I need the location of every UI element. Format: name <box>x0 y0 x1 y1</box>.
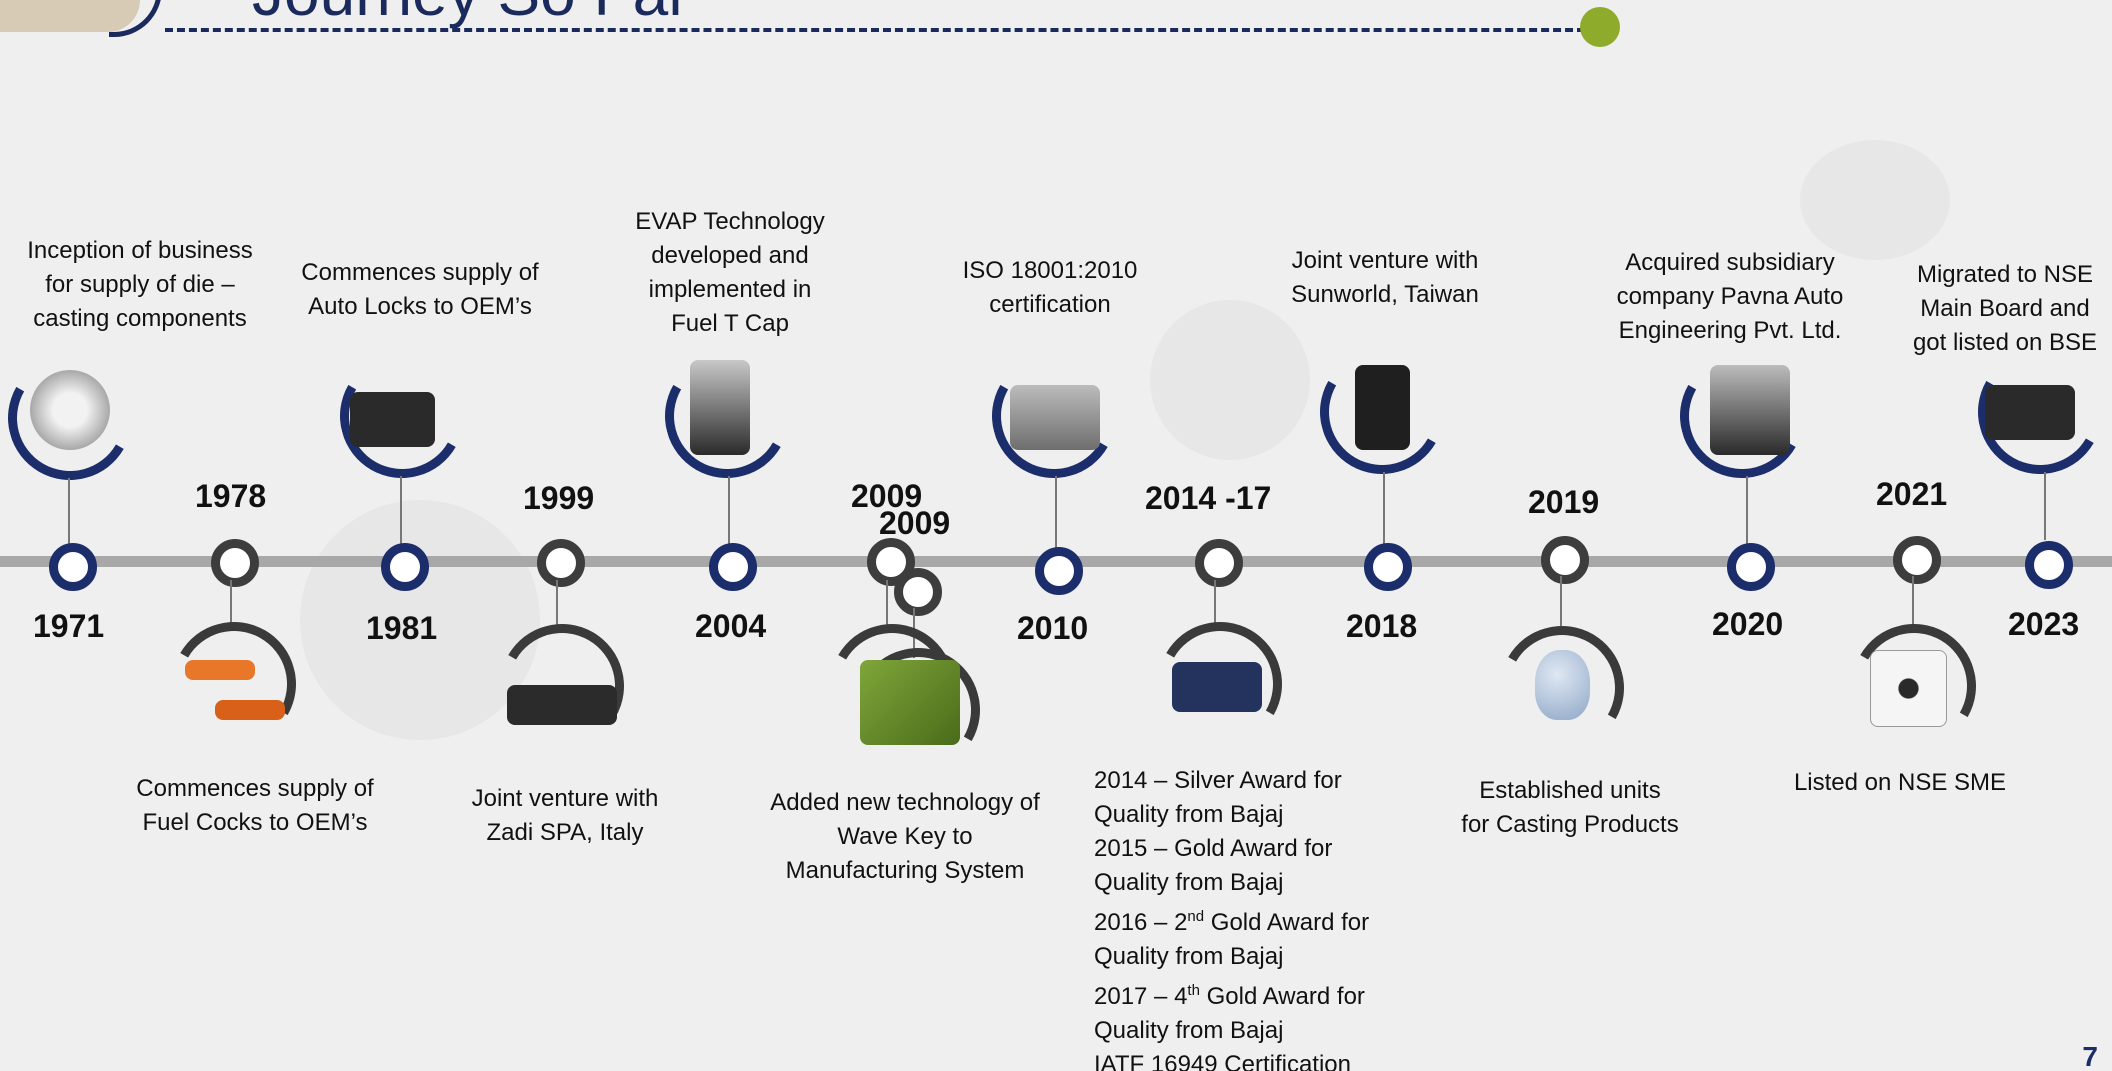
year-label: 2010 <box>1017 610 1089 646</box>
fuel-cap-icon <box>30 370 110 450</box>
timeline-node <box>1035 547 1083 595</box>
year-label: 2009 <box>879 505 951 541</box>
wiring-harness-icon <box>1870 650 1947 727</box>
timeline-node <box>894 568 942 616</box>
timeline-node <box>537 539 585 587</box>
year-label: 2014 -17 <box>1145 480 1272 516</box>
timeline-stem <box>913 608 915 658</box>
gear-watermark-icon <box>300 500 540 740</box>
timeline-node <box>2025 541 2073 589</box>
year-label: 2019 <box>1528 484 1600 520</box>
year-label: 2023 <box>2008 606 2080 642</box>
timeline-stem <box>1560 576 1562 626</box>
year-label: 2009 <box>851 478 923 514</box>
page-title: Journey So Far <box>252 0 690 30</box>
timeline-node <box>1541 536 1589 584</box>
year-label: 1971 <box>33 608 105 644</box>
event-description: Listed on NSE SME <box>1793 769 2007 796</box>
timeline-node <box>49 543 97 591</box>
header-dot-icon <box>1580 7 1620 47</box>
product-arc <box>158 608 310 760</box>
timeline-stem <box>400 476 402 544</box>
year-label: 2018 <box>1346 608 1418 644</box>
timeline-node <box>1893 536 1941 584</box>
handle-switch-icon <box>507 685 617 725</box>
timeline-node <box>1364 543 1412 591</box>
part-watermark-icon <box>1800 140 1950 260</box>
header-divider <box>165 28 1585 32</box>
timeline-stem <box>886 580 888 630</box>
timeline-stem <box>1055 476 1057 548</box>
year-label: 2020 <box>1712 606 1784 642</box>
year-label: 2004 <box>695 608 767 644</box>
logo-corner <box>0 0 162 37</box>
casting-cover-icon <box>1535 650 1590 720</box>
timeline-stem <box>728 476 730 544</box>
year-label: 2021 <box>1876 476 1948 512</box>
timeline-node <box>1195 539 1243 587</box>
bracket-icon <box>1010 385 1100 450</box>
timeline-node <box>211 539 259 587</box>
sensor-icon <box>1355 365 1410 450</box>
award-list: 2014 – Silver Award for Quality from Baj… <box>1094 767 1370 1071</box>
timeline-stem <box>230 580 232 630</box>
year-label: 1978 <box>195 478 267 514</box>
timeline-stem <box>2044 472 2046 540</box>
fuel-cock-icon <box>185 660 255 680</box>
page-number: 7 <box>2082 1041 2098 1071</box>
lock-watermark-icon <box>1150 300 1310 460</box>
timeline-node <box>1727 543 1775 591</box>
auto-lock-switch-icon <box>1985 385 2075 440</box>
auto-lock-switch-icon <box>350 392 435 447</box>
wave-key-icon <box>860 660 960 745</box>
timeline-stem <box>1912 576 1914 626</box>
fuel-cock-icon <box>215 700 285 720</box>
switch-assembly-icon <box>1172 662 1262 712</box>
timeline-stem <box>68 478 70 544</box>
timeline-stem <box>1383 472 1385 544</box>
assembly-part-icon <box>1710 365 1790 455</box>
timeline-node <box>381 543 429 591</box>
fuel-t-cap-icon <box>690 360 750 455</box>
year-label: 1999 <box>523 480 595 516</box>
year-label: 1981 <box>366 610 438 646</box>
timeline-stem <box>1214 580 1216 630</box>
timeline-stem <box>556 580 558 630</box>
timeline-stem <box>1746 476 1748 544</box>
timeline-node <box>709 543 757 591</box>
